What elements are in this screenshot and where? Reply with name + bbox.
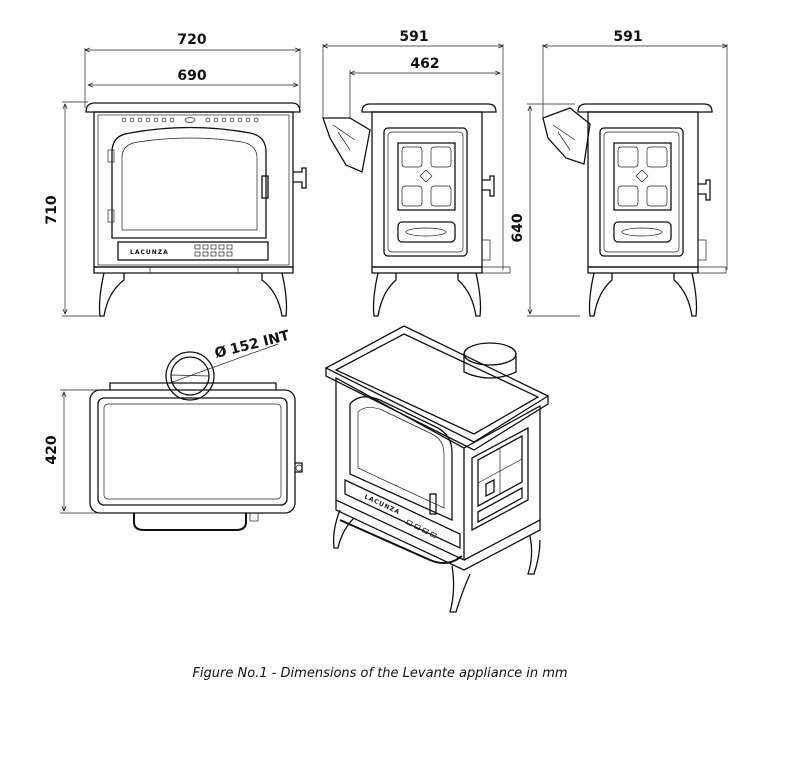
front-door-glass: [121, 137, 258, 231]
side-lower-plate: [397, 221, 456, 243]
front-ash-drawer: [117, 241, 269, 261]
dim-side-depth-left: 591: [399, 29, 428, 45]
dim-side-depth-right: 591: [613, 29, 642, 45]
top-plate-inner: [97, 397, 288, 506]
side-decorative-window: [397, 142, 456, 211]
iso-flue-pipe: [463, 354, 517, 379]
dim-front-inner-width: 690: [177, 68, 206, 84]
side-base: [371, 266, 483, 274]
dim-top-depth: 420: [44, 435, 60, 464]
side-top-plate: [361, 103, 497, 113]
side-body: [371, 111, 483, 268]
top-outline: [89, 389, 296, 514]
iso-flue-top: [463, 342, 517, 366]
iso-side-handle: [485, 478, 495, 498]
front-leg-left: [98, 272, 125, 317]
iso-door-handle: [429, 493, 437, 515]
iso-base: [335, 500, 541, 571]
iso-air-slots: [405, 519, 437, 539]
front-door: [111, 126, 267, 239]
side-right-leg-rear: [673, 272, 698, 317]
iso-door: [349, 396, 453, 522]
side-right-flue-pipe: [542, 107, 591, 165]
air-control-slots: [194, 244, 233, 257]
side-right-decorative-window: [613, 142, 672, 211]
isometric-view: LACUNZA: [324, 325, 550, 613]
side-right-body: [587, 111, 699, 268]
top-flue-outer: [165, 351, 215, 401]
iso-top-plate: [334, 333, 540, 435]
side-right-lower-plate: [613, 221, 672, 243]
side-panel: [383, 127, 468, 257]
front-leg-right: [261, 272, 288, 317]
iso-ash-drawer: [344, 478, 461, 550]
front-view: 720 690 710: [44, 32, 307, 317]
side-right-handle: [698, 179, 711, 201]
side-right-top-plate: [577, 103, 713, 113]
iso-side-window: [477, 434, 523, 508]
side-view-right: 591 640: [510, 29, 727, 317]
flue-diameter-label: Ø152 INT: [213, 328, 292, 362]
flue-diameter-value: 152 INT: [229, 328, 292, 358]
iso-side-panel: [471, 426, 529, 532]
front-top-plate: [85, 102, 301, 113]
top-front-rail: [133, 513, 247, 531]
diameter-symbol: Ø: [213, 343, 229, 361]
side-right-leg-front: [588, 272, 613, 317]
dim-front-outer-width: 720: [177, 32, 206, 48]
side-right-panel: [599, 127, 684, 257]
front-door-handle: [261, 175, 269, 199]
dim-side-height: 640: [510, 213, 526, 242]
figure-caption: Figure No.1 - Dimensions of the Levante …: [192, 666, 568, 681]
side-flue-pipe: [322, 117, 371, 173]
top-rear-lip: [109, 382, 277, 390]
flue-leader-line: [169, 343, 279, 384]
iso-front-rail: [339, 519, 463, 564]
side-leg-front: [372, 272, 397, 317]
iso-leg-rear-right: [527, 535, 541, 575]
iso-side-face: [463, 404, 541, 561]
side-leg-rear: [457, 272, 482, 317]
iso-leg-front-right: [449, 565, 471, 613]
side-right-base: [587, 266, 699, 274]
air-vent-holes: [121, 117, 259, 123]
front-base: [93, 266, 294, 274]
front-side-handle: [293, 167, 307, 189]
front-brand-label: LACUNZA: [130, 249, 169, 256]
top-view: 420 Ø152 INT: [44, 328, 303, 531]
iso-leg-front-left: [332, 509, 355, 549]
side-view-left: 591 462: [322, 29, 511, 317]
side-handle: [482, 175, 495, 197]
dim-side-inner-depth: 462: [410, 56, 439, 72]
dim-front-height: 710: [44, 195, 60, 224]
front-body: [93, 111, 294, 268]
